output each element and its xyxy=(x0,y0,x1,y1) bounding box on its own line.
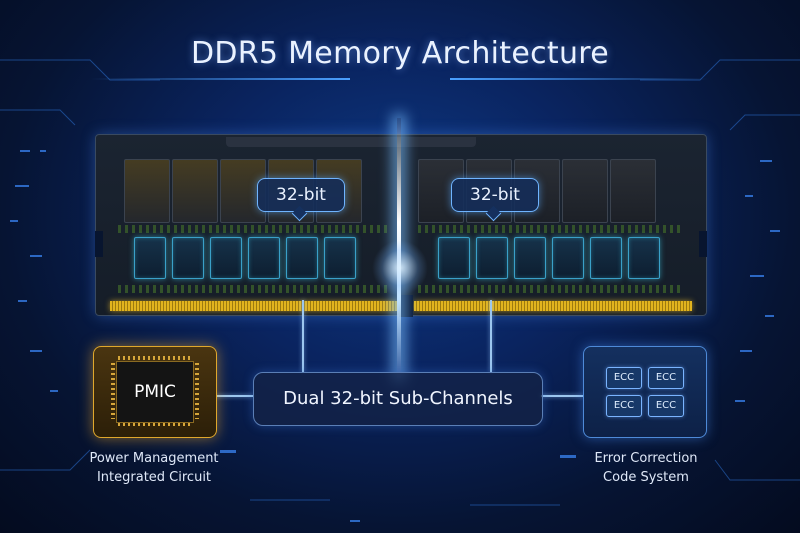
ecc-dram-chip xyxy=(590,237,622,279)
connector-line-ecc xyxy=(541,395,583,397)
module-top-edge xyxy=(226,137,476,147)
ecc-dram-chip xyxy=(248,237,280,279)
connector-line-pmic xyxy=(215,395,253,397)
ecc-box: ECC ECC ECC ECC xyxy=(583,346,707,438)
pmic-pins-left xyxy=(111,363,115,419)
smd-components xyxy=(418,225,683,233)
title-rule-left xyxy=(90,78,350,80)
pmic-pins-top xyxy=(118,356,190,360)
pmic-box: PMIC xyxy=(93,346,217,438)
ecc-caption-line2: Code System xyxy=(603,470,689,485)
subchannel-b-width-label: 32-bit xyxy=(451,178,539,212)
ecc-tile: ECC xyxy=(606,367,642,389)
gold-contacts-right xyxy=(414,301,692,311)
ecc-dram-chip xyxy=(286,237,318,279)
connector-line-right xyxy=(490,300,492,372)
pmic-caption-line1: Power Management xyxy=(89,451,219,466)
ecc-dram-chip xyxy=(514,237,546,279)
subchannels-label: Dual 32-bit Sub-Channels xyxy=(253,372,543,426)
ecc-dram-chip xyxy=(134,237,166,279)
subchannel-a-width-label: 32-bit xyxy=(257,178,345,212)
ecc-tile: ECC xyxy=(606,395,642,417)
ecc-dram-chip xyxy=(172,237,204,279)
ecc-dram-chip xyxy=(210,237,242,279)
key-notch xyxy=(399,295,413,317)
pmic-pins-right xyxy=(195,363,199,419)
dram-chip xyxy=(172,159,218,223)
module-side-notch-left xyxy=(95,231,103,257)
gold-contacts-left xyxy=(110,301,398,311)
pmic-chip: PMIC xyxy=(116,361,194,423)
module-side-notch-right xyxy=(699,231,707,257)
smd-components xyxy=(418,285,683,293)
ecc-caption-line1: Error Correction xyxy=(594,451,698,466)
dram-chip xyxy=(124,159,170,223)
ecc-caption: Error Correction Code System xyxy=(561,449,731,487)
smd-components xyxy=(118,225,388,233)
ecc-dram-chip xyxy=(324,237,356,279)
ecc-tile: ECC xyxy=(648,395,684,417)
pmic-caption: Power Management Integrated Circuit xyxy=(69,449,239,487)
ecc-dram-chip xyxy=(476,237,508,279)
ecc-tile: ECC xyxy=(648,367,684,389)
connector-line-left xyxy=(302,300,304,372)
ddr5-module xyxy=(95,134,707,317)
beam-glow xyxy=(372,240,428,296)
title-rule-right xyxy=(450,78,710,80)
ecc-dram-chip xyxy=(628,237,660,279)
page-title: DDR5 Memory Architecture xyxy=(190,36,610,71)
smd-components xyxy=(118,285,388,293)
dram-chip xyxy=(562,159,608,223)
pmic-pins-bottom xyxy=(118,422,190,426)
ecc-dram-chip xyxy=(552,237,584,279)
dram-chip xyxy=(610,159,656,223)
pmic-caption-line2: Integrated Circuit xyxy=(96,470,212,485)
ecc-dram-chip xyxy=(438,237,470,279)
